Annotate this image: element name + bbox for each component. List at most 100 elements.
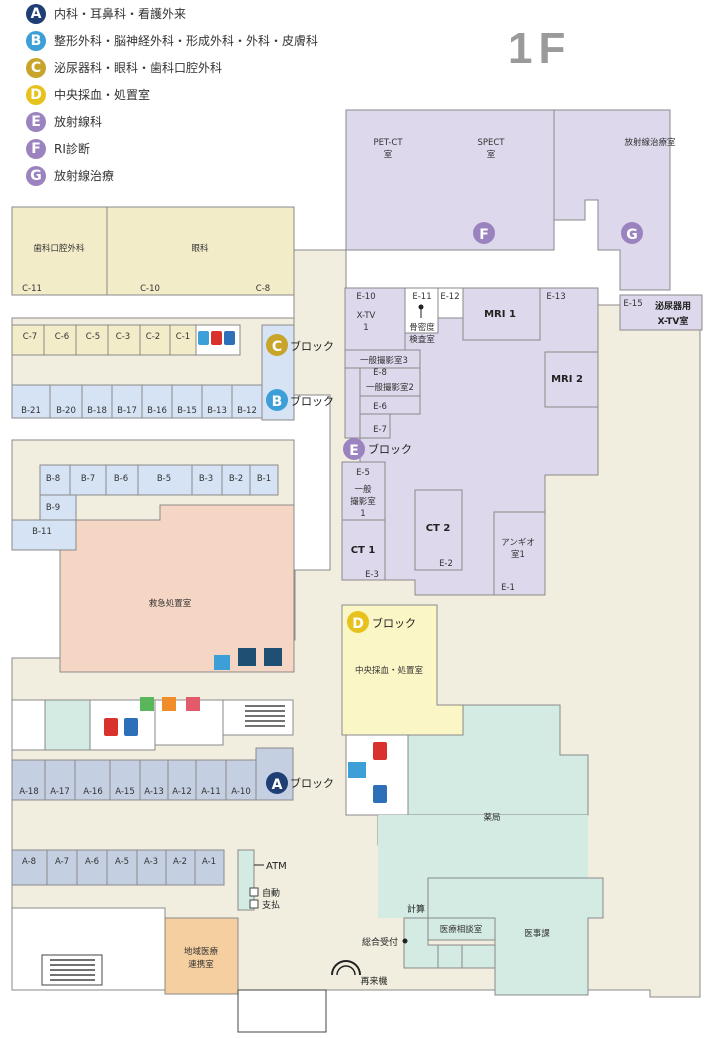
block-g-badge: G <box>26 166 46 186</box>
block-f-badge: F <box>26 139 46 159</box>
room <box>44 699 91 751</box>
restroom-icon <box>198 331 235 345</box>
room-label: MRI 1 <box>484 309 516 320</box>
room-code: A-1 <box>202 857 216 867</box>
legend-text: 放射線治療 <box>54 169 115 183</box>
facility-icons <box>140 697 200 711</box>
reception-label: 総合受付 <box>362 936 398 948</box>
block-a-badge: A <box>26 4 46 24</box>
room-code: E-7 <box>373 425 387 435</box>
auto-pay-label: 自動 <box>262 887 280 899</box>
a-row-bottom <box>11 849 225 886</box>
room-code: A-12 <box>172 787 192 797</box>
block-e-badge: E <box>26 112 46 132</box>
room-code: E-2 <box>439 559 453 569</box>
room-label: 救急処置室 <box>149 598 192 609</box>
block-d-badge <box>347 611 369 633</box>
room-label: 室 <box>384 149 393 160</box>
room-code: C-7 <box>23 332 37 342</box>
ri-section <box>345 109 555 251</box>
mri2-room <box>544 351 599 408</box>
room-code: A-6 <box>85 857 99 867</box>
reception-counter <box>403 917 496 969</box>
legend-text: 整形外科・脳神経外科・形成外科・外科・皮膚科 <box>54 34 319 48</box>
angio-room <box>493 511 546 596</box>
room-code: E-13 <box>546 292 565 302</box>
room-code: B-9 <box>46 503 60 513</box>
legend-text: 放射線科 <box>54 115 103 129</box>
room-code: A-17 <box>50 787 70 797</box>
entrance <box>237 989 327 1033</box>
ct2-room <box>414 489 463 571</box>
room-code: A-5 <box>115 857 129 867</box>
room-code: A-3 <box>144 857 158 867</box>
stairs-icon <box>50 959 95 981</box>
emergency-room <box>59 504 295 673</box>
room-label: 検査室 <box>409 334 435 345</box>
room-code: E-6 <box>373 402 387 412</box>
block-b-badge: B <box>26 31 46 51</box>
restroom-icon <box>348 742 387 803</box>
block-d-badge-letter: D <box>352 616 364 632</box>
room <box>359 413 391 439</box>
block-g-badge <box>621 222 643 244</box>
room-label: 医療相談室 <box>440 924 483 935</box>
room-code: B-17 <box>117 406 137 416</box>
general-room-2 <box>359 367 421 397</box>
room-label: 薬局 <box>483 812 500 823</box>
calc-label: 計算 <box>407 903 425 915</box>
room-code: B-6 <box>114 474 128 484</box>
room-code: C-1 <box>176 332 190 342</box>
room-label: 室 <box>487 149 496 160</box>
room-code: A-7 <box>55 857 69 867</box>
legend-text: 内科・耳鼻科・看護外来 <box>54 7 187 21</box>
marker-dot <box>402 938 408 944</box>
room-code: E-11 <box>412 292 431 302</box>
block-a-label: ブロック <box>290 776 334 790</box>
block-a-badge-letter: A <box>272 777 283 793</box>
room-code: A-11 <box>201 787 221 797</box>
room-label: 医事課 <box>524 928 550 939</box>
urology-xtv-room <box>619 294 703 331</box>
room-code: B-20 <box>56 406 76 416</box>
room-label: MRI 2 <box>551 374 583 385</box>
block-c-label: ブロック <box>290 339 334 353</box>
room-code: C-10 <box>140 284 160 294</box>
room-label: 中央採血・処置室 <box>355 665 424 676</box>
room-label: 撮影室 <box>350 496 376 507</box>
room-code: C-11 <box>22 284 42 294</box>
room-code: C-2 <box>146 332 160 342</box>
dental-room <box>11 206 108 296</box>
room-code: E-8 <box>373 368 387 378</box>
room-code: B-3 <box>199 474 213 484</box>
block-g-badge-letter: G <box>626 227 638 243</box>
room-code: A-2 <box>173 857 187 867</box>
room-code: A-15 <box>115 787 135 797</box>
room-label: 室1 <box>511 549 525 560</box>
block-f-badge-letter: F <box>479 227 489 243</box>
room-code: B-15 <box>177 406 197 416</box>
room-label: 放射線治療室 <box>624 137 676 148</box>
room-label: X-TV <box>357 311 376 321</box>
room-label: CT 2 <box>426 523 451 534</box>
elevator-icon <box>214 648 282 670</box>
room-code: A-18 <box>19 787 39 797</box>
a-row-top <box>11 747 294 801</box>
room-label: SPECT <box>477 138 505 148</box>
room-code: E-15 <box>623 299 642 309</box>
room-label: 一般撮影室3 <box>360 355 408 366</box>
room-label: 眼科 <box>191 243 209 254</box>
block-d-badge: D <box>26 85 46 105</box>
ct1-room <box>341 519 386 581</box>
restroom-icon <box>104 718 138 736</box>
room-code: C-5 <box>86 332 100 342</box>
room-code: B-1 <box>257 474 271 484</box>
regional-coordination-room <box>164 917 239 995</box>
mri1-room <box>462 287 541 341</box>
legend-text: 中央採血・処置室 <box>54 88 151 102</box>
stairs-icon <box>245 705 285 727</box>
room <box>437 287 464 319</box>
floor-label: 1F <box>508 24 572 73</box>
xtv1-room <box>344 287 406 351</box>
